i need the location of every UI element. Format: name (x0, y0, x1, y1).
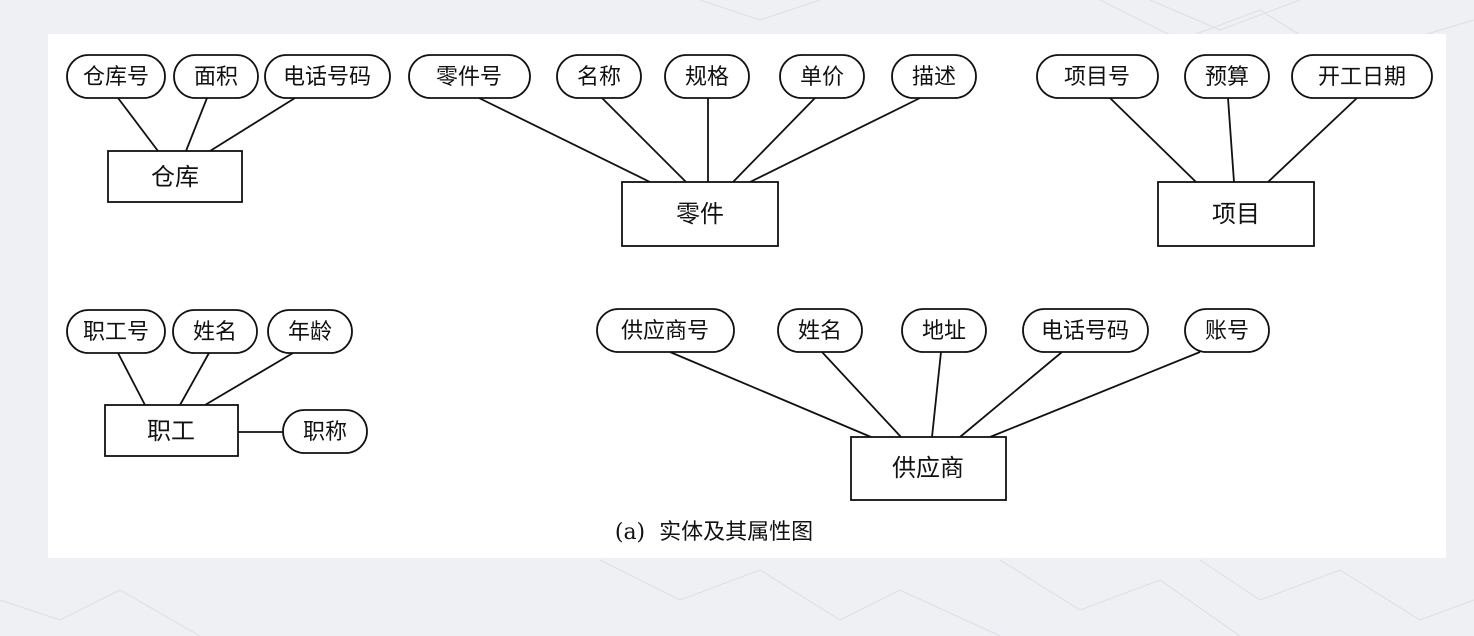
entity-part: 零件 (621, 181, 779, 247)
figure-caption: (a) 实体及其属性图 (615, 520, 813, 545)
entity-employee: 职工 (104, 404, 239, 457)
svg-text:仓库号: 仓库号 (83, 65, 149, 90)
svg-text:账号: 账号 (1205, 319, 1249, 344)
entity-group-supplier: 供应商号 姓名 地址 电话号码 账号 供应商 (596, 308, 1270, 501)
svg-text:开工日期: 开工日期 (1318, 65, 1406, 90)
attribute-employee-name: 姓名 (172, 309, 258, 354)
svg-text:面积: 面积 (194, 65, 238, 90)
svg-text:零件: 零件 (676, 200, 724, 228)
attribute-warehouse-id: 仓库号 (66, 54, 166, 99)
svg-text:职称: 职称 (303, 420, 347, 445)
svg-text:年龄: 年龄 (288, 320, 332, 345)
svg-text:职工号: 职工号 (83, 320, 149, 345)
svg-text:供应商号: 供应商号 (621, 319, 709, 344)
svg-text:名称: 名称 (577, 65, 621, 90)
attribute-project-budget: 预算 (1184, 54, 1270, 99)
attribute-supplier-address: 地址 (901, 308, 987, 353)
svg-text:职工: 职工 (147, 417, 195, 445)
svg-text:电话号码: 电话号码 (1041, 319, 1129, 344)
svg-text:仓库: 仓库 (151, 163, 199, 191)
attribute-part-spec: 规格 (664, 54, 750, 99)
svg-text:预算: 预算 (1205, 65, 1249, 90)
svg-text:项目: 项目 (1212, 200, 1260, 228)
attribute-part-description: 描述 (891, 54, 977, 99)
entity-group-part: 零件号 名称 规格 单价 描述 零件 (408, 54, 977, 247)
entity-project: 项目 (1157, 181, 1315, 247)
svg-text:地址: 地址 (922, 319, 966, 344)
entity-group-employee: 职工号 姓名 年龄 职称 职工 (66, 309, 368, 457)
entity-supplier: 供应商 (850, 436, 1007, 501)
attribute-warehouse-phone: 电话号码 (264, 54, 391, 99)
entity-warehouse: 仓库 (107, 150, 243, 203)
svg-text:姓名: 姓名 (798, 319, 842, 344)
attribute-employee-age: 年龄 (267, 309, 353, 354)
entity-group-project: 项目号 预算 开工日期 项目 (1036, 54, 1433, 247)
attribute-employee-id: 职工号 (66, 309, 166, 354)
svg-text:描述: 描述 (912, 65, 956, 90)
svg-text:姓名: 姓名 (193, 320, 237, 345)
attribute-supplier-account: 账号 (1184, 308, 1270, 353)
attribute-part-id: 零件号 (408, 54, 531, 99)
svg-text:供应商: 供应商 (892, 454, 964, 482)
attribute-supplier-name: 姓名 (777, 308, 863, 353)
svg-text:单价: 单价 (800, 65, 844, 90)
svg-text:规格: 规格 (685, 65, 729, 90)
attribute-employee-title: 职称 (282, 409, 368, 454)
attribute-project-start-date: 开工日期 (1291, 54, 1433, 99)
attribute-warehouse-area: 面积 (173, 54, 259, 99)
svg-text:项目号: 项目号 (1064, 65, 1130, 90)
entity-group-warehouse: 仓库号 面积 电话号码 仓库 (66, 54, 391, 203)
attribute-project-id: 项目号 (1036, 54, 1159, 99)
svg-text:电话号码: 电话号码 (283, 65, 371, 90)
attribute-supplier-phone: 电话号码 (1022, 308, 1149, 353)
attribute-part-name: 名称 (556, 54, 642, 99)
attribute-part-price: 单价 (779, 54, 865, 99)
attribute-supplier-id: 供应商号 (596, 308, 735, 353)
diagram-panel (48, 34, 1446, 558)
svg-text:零件号: 零件号 (436, 65, 502, 90)
